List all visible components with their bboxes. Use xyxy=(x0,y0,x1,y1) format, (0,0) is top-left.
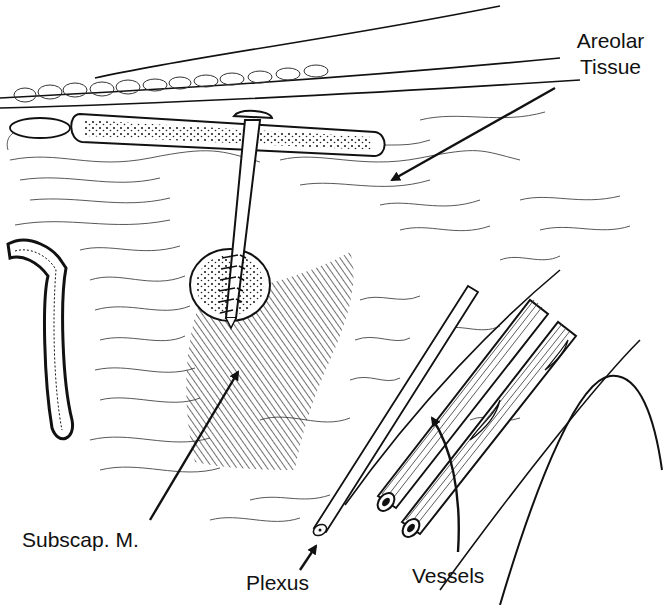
anatomy-label: Subscap. M. xyxy=(22,527,172,553)
fibrous-texture xyxy=(7,112,630,521)
glenoid-texture xyxy=(15,250,62,430)
screw xyxy=(219,111,272,328)
glenoid-outline xyxy=(8,240,73,439)
anatomy-label: Areolar Tissue xyxy=(563,28,658,81)
fat-lobules xyxy=(14,65,328,102)
leader-arrows xyxy=(150,88,555,570)
vessels xyxy=(345,270,640,590)
chest-wall xyxy=(500,376,662,605)
anatomy-label: Vessels xyxy=(412,563,532,589)
bone-texture xyxy=(85,120,372,150)
coracoid-bone xyxy=(71,114,384,156)
anatomy-label: Plexus xyxy=(246,570,356,596)
skin-layer xyxy=(0,6,580,108)
bone-end xyxy=(10,118,70,138)
